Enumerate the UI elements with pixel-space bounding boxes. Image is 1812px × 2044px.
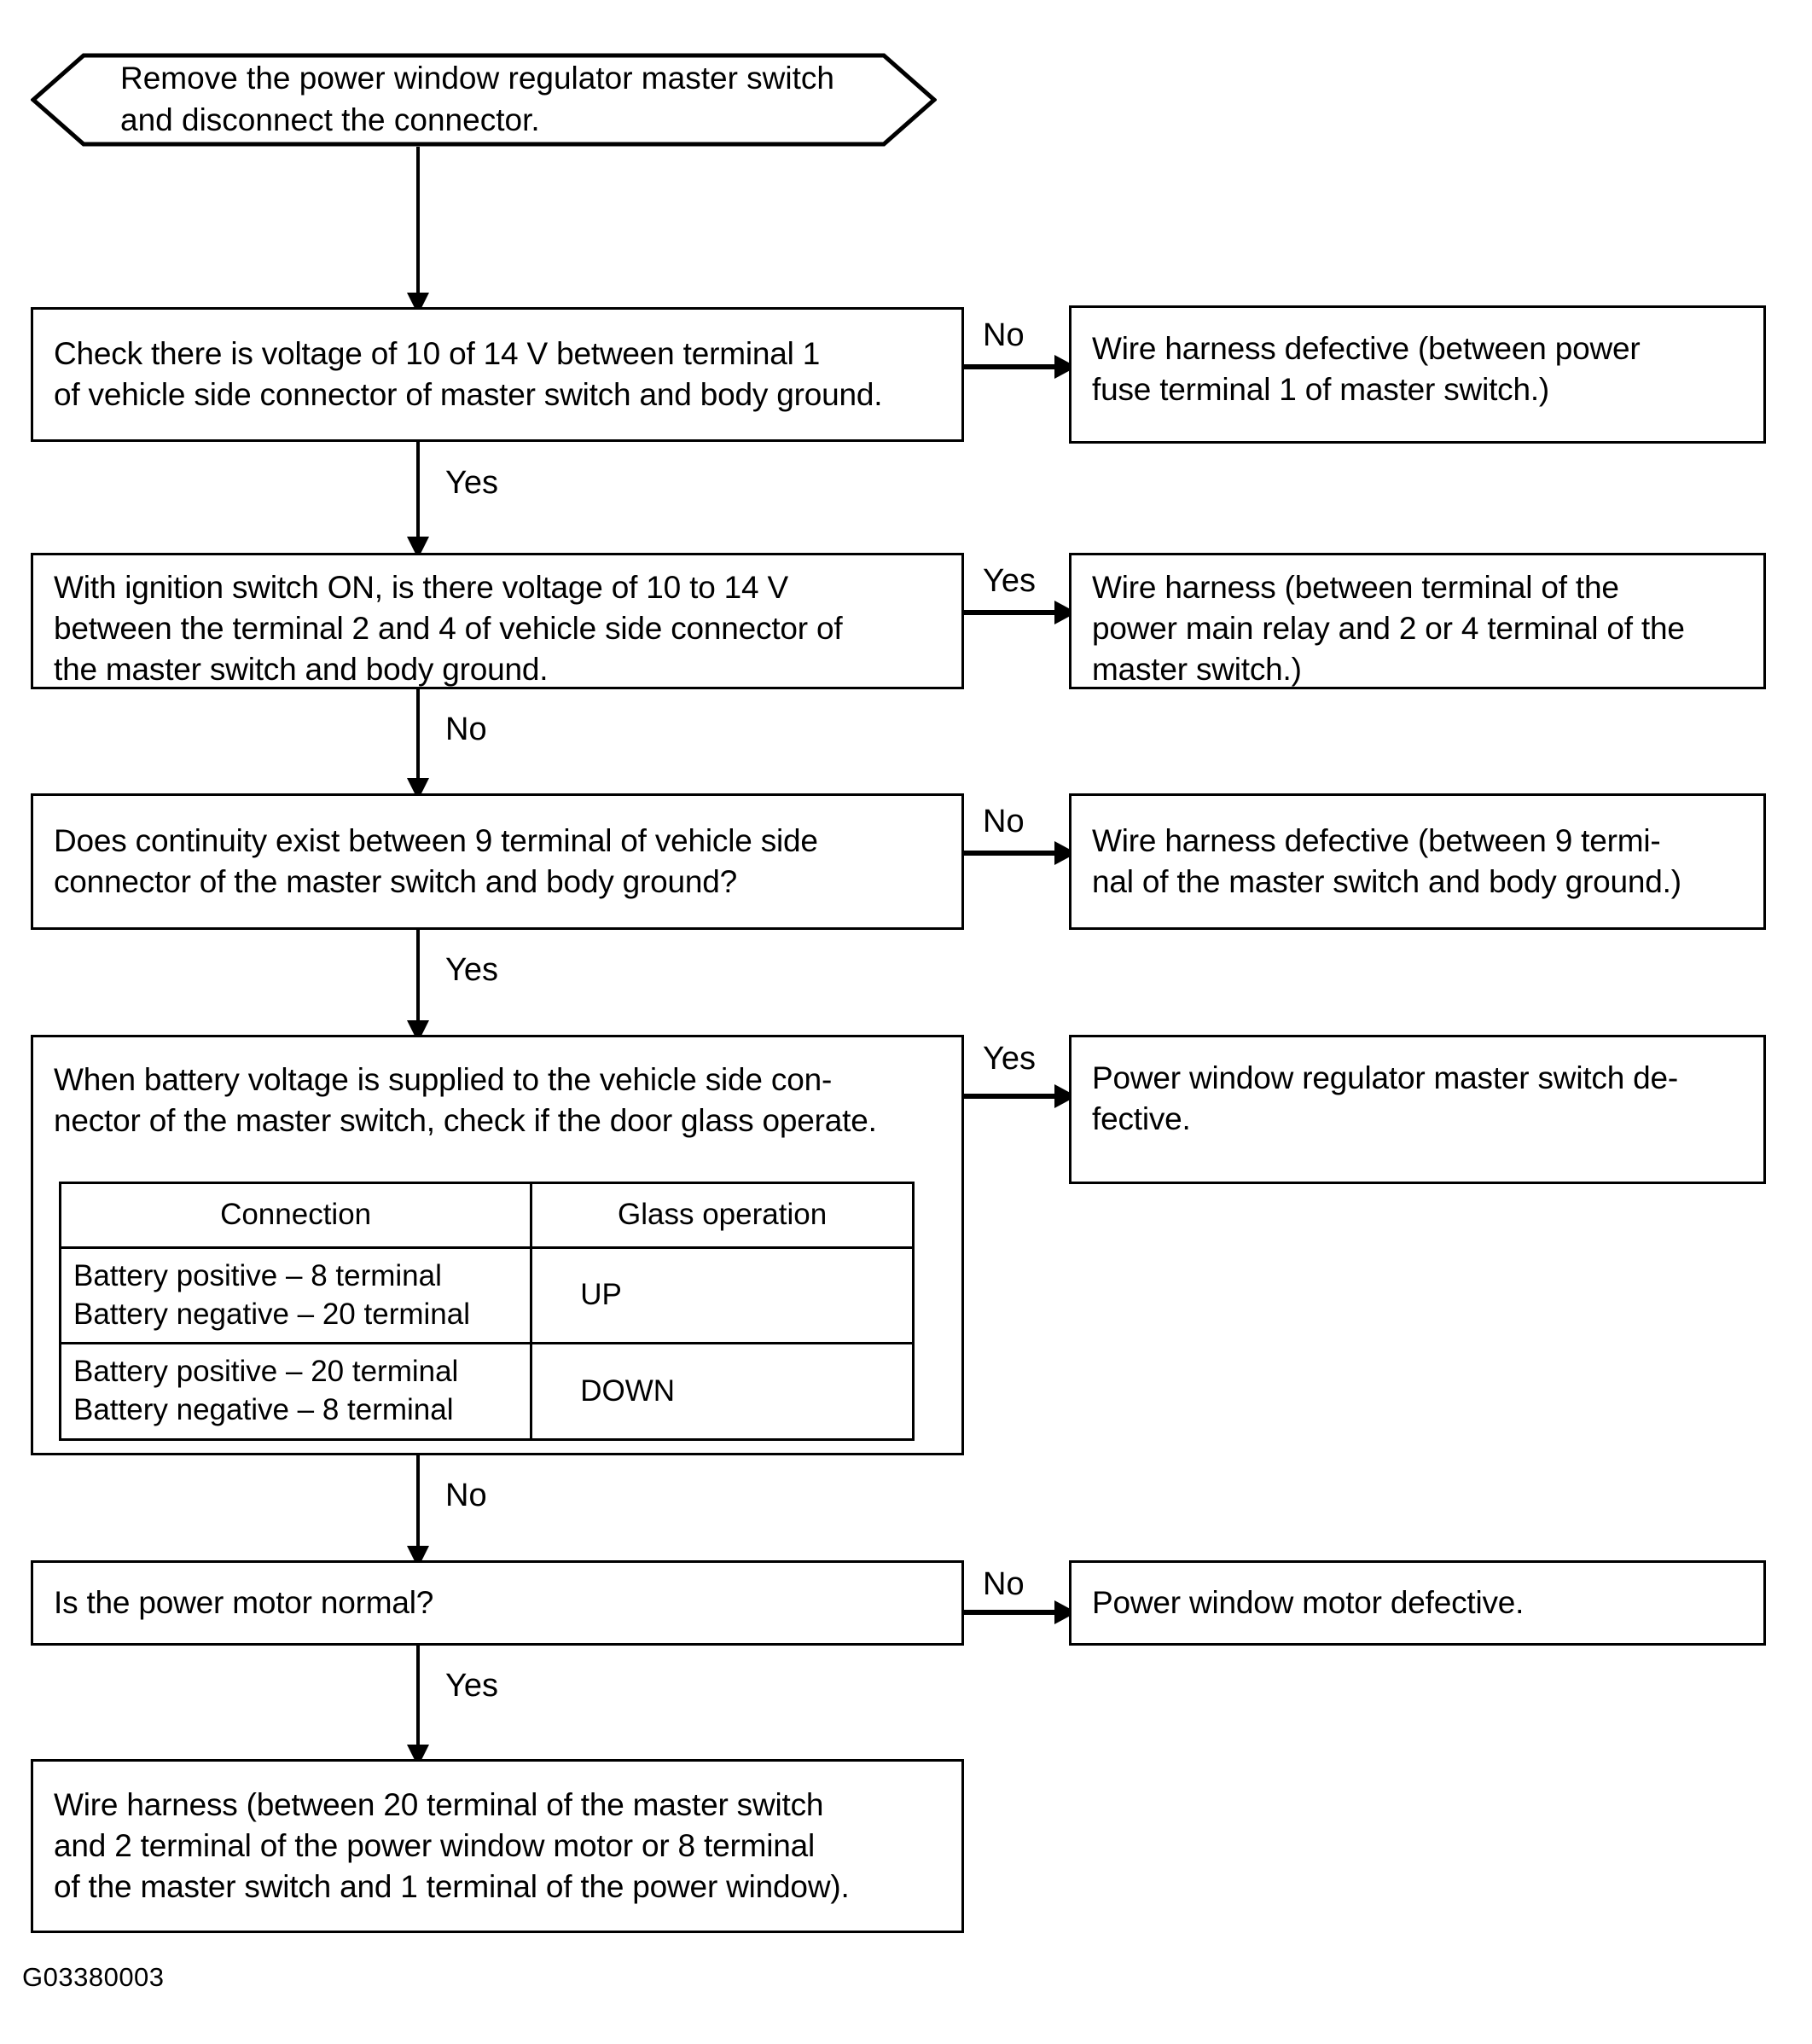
flow-node-start: Remove the power window regulator master… (31, 53, 937, 147)
flow-node-result2-text: Wire harness (between terminal of the po… (1092, 570, 1685, 688)
table-row: Battery positive – 8 terminal Battery ne… (58, 1246, 915, 1345)
connector-step4-to-result4 (964, 1094, 1058, 1099)
flow-node-result1: Wire harness defective (between power fu… (1069, 305, 1766, 444)
connector-step2-to-step3 (416, 689, 420, 798)
connector-step3-to-result3 (964, 851, 1058, 856)
connector-step5-to-final (416, 1646, 420, 1765)
branch-label-step2-yes: Yes (983, 563, 1036, 599)
branch-label-step3-yes: Yes (445, 952, 498, 988)
connector-step3-to-step4 (416, 930, 420, 1041)
flow-node-step4-text: When battery voltage is supplied to the … (54, 1062, 877, 1139)
flow-node-result4: Power window regulator master switch de-… (1069, 1035, 1766, 1184)
flow-node-start-text: Remove the power window regulator master… (120, 61, 834, 137)
flow-node-final-text: Wire harness (between 20 terminal of the… (54, 1786, 850, 1905)
connector-step4-to-step5 (416, 1455, 420, 1566)
glass-operation-table: Connection Glass operation Battery posit… (58, 1182, 915, 1441)
flow-node-result5-text: Power window motor defective. (1092, 1584, 1525, 1620)
flow-node-step2: With ignition switch ON, is there voltag… (31, 553, 964, 689)
connector-step5-to-result5 (964, 1610, 1058, 1615)
flow-node-step1: Check there is voltage of 10 of 14 V bet… (31, 307, 964, 442)
flow-node-final: Wire harness (between 20 terminal of the… (31, 1759, 964, 1933)
branch-label-step1-no: No (983, 317, 1025, 353)
table-cell-connection: Battery positive – 8 terminal Battery ne… (58, 1246, 533, 1345)
connector-start-to-step1 (416, 147, 420, 313)
flow-node-step3: Does continuity exist between 9 terminal… (31, 793, 964, 930)
table-header-glass-operation: Glass operation (530, 1182, 915, 1249)
hexagon-outline-shape (31, 53, 937, 147)
flow-node-result1-text: Wire harness defective (between power fu… (1092, 331, 1641, 408)
flow-node-result2: Wire harness (between terminal of the po… (1069, 553, 1766, 689)
flow-node-step1-text: Check there is voltage of 10 of 14 V bet… (54, 335, 883, 412)
flow-node-result4-text: Power window regulator master switch de-… (1092, 1060, 1679, 1137)
branch-label-step4-no: No (445, 1478, 487, 1513)
branch-label-step5-yes: Yes (445, 1668, 498, 1704)
table-header-connection: Connection (58, 1182, 533, 1249)
flow-node-result5: Power window motor defective. (1069, 1560, 1766, 1646)
branch-label-step4-yes: Yes (983, 1041, 1036, 1077)
figure-id-label: G03380003 (22, 1962, 165, 1992)
flow-node-result3: Wire harness defective (between 9 termi-… (1069, 793, 1766, 930)
table-cell-operation: DOWN (530, 1342, 915, 1441)
flow-node-step2-text: With ignition switch ON, is there voltag… (54, 570, 843, 688)
flow-node-step3-text: Does continuity exist between 9 terminal… (54, 822, 818, 899)
connector-step2-to-result2 (964, 610, 1058, 615)
table-cell-connection: Battery positive – 20 terminal Battery n… (58, 1342, 533, 1441)
branch-label-step5-no: No (983, 1566, 1025, 1602)
flow-node-step5: Is the power motor normal? (31, 1560, 964, 1646)
branch-label-step2-no: No (445, 711, 487, 747)
branch-label-step3-no: No (983, 804, 1025, 839)
table-cell-operation: UP (530, 1246, 915, 1345)
table-row: Battery positive – 20 terminal Battery n… (58, 1342, 915, 1441)
flow-node-step5-text: Is the power motor normal? (54, 1584, 434, 1620)
connector-step1-to-step2 (416, 442, 420, 557)
branch-label-step1-yes: Yes (445, 465, 498, 501)
table-header-row: Connection Glass operation (58, 1182, 915, 1249)
flow-node-result3-text: Wire harness defective (between 9 termi-… (1092, 822, 1681, 899)
connector-step1-to-result1 (964, 364, 1058, 369)
